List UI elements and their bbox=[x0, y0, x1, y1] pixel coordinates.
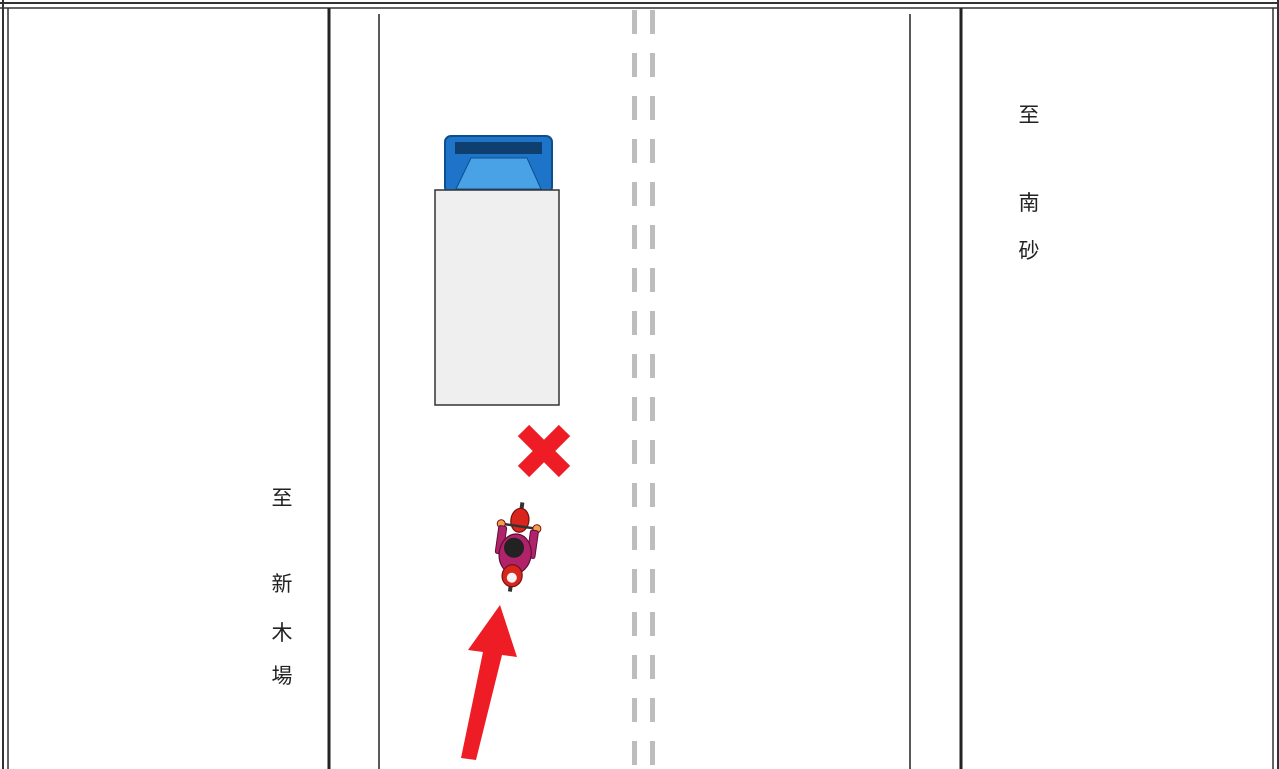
center-dash bbox=[650, 612, 655, 636]
label-right-place-2: 砂 bbox=[1019, 239, 1040, 263]
center-dash bbox=[632, 741, 637, 765]
label-left-to: 至 bbox=[272, 486, 293, 510]
center-dashed-line bbox=[632, 10, 655, 765]
center-dash bbox=[650, 311, 655, 335]
center-dash bbox=[650, 698, 655, 722]
label-left-place-3: 場 bbox=[272, 664, 293, 688]
center-dash bbox=[650, 397, 655, 421]
center-dash bbox=[650, 354, 655, 378]
motorcycle-icon bbox=[494, 502, 542, 592]
center-dash bbox=[650, 10, 655, 34]
center-dash bbox=[632, 10, 637, 34]
center-dash bbox=[632, 139, 637, 163]
center-dash bbox=[650, 483, 655, 507]
truck-icon bbox=[434, 135, 560, 406]
center-dash bbox=[650, 139, 655, 163]
center-dash bbox=[632, 354, 637, 378]
cross-mark-icon bbox=[517, 424, 571, 478]
center-dash bbox=[632, 698, 637, 722]
center-dash bbox=[632, 268, 637, 292]
center-dash bbox=[650, 655, 655, 679]
center-dash bbox=[650, 96, 655, 120]
label-left-place-2: 木 bbox=[272, 621, 293, 645]
center-dash bbox=[632, 397, 637, 421]
center-dash bbox=[632, 311, 637, 335]
label-left: 至 新 木 場 bbox=[272, 486, 293, 688]
center-dash bbox=[632, 483, 637, 507]
center-dash bbox=[632, 225, 637, 249]
center-dash bbox=[650, 225, 655, 249]
center-dash bbox=[632, 53, 637, 77]
center-dash bbox=[650, 526, 655, 550]
center-dash bbox=[632, 182, 637, 206]
center-dash bbox=[632, 526, 637, 550]
label-right: 至 南 砂 bbox=[1019, 103, 1040, 263]
center-dash bbox=[650, 268, 655, 292]
center-dash bbox=[650, 53, 655, 77]
center-dash bbox=[650, 741, 655, 765]
label-right-to: 至 bbox=[1019, 103, 1040, 127]
arrow-up-icon bbox=[461, 605, 517, 760]
center-dash bbox=[632, 96, 637, 120]
center-dash bbox=[650, 440, 655, 464]
center-dash bbox=[632, 655, 637, 679]
center-dash bbox=[650, 182, 655, 206]
center-dash bbox=[632, 612, 637, 636]
label-right-place-1: 南 bbox=[1019, 191, 1040, 215]
center-dash bbox=[632, 569, 637, 593]
road-edges bbox=[327, 8, 963, 769]
label-left-place-1: 新 bbox=[272, 572, 293, 596]
center-dash bbox=[650, 569, 655, 593]
center-dash bbox=[632, 440, 637, 464]
